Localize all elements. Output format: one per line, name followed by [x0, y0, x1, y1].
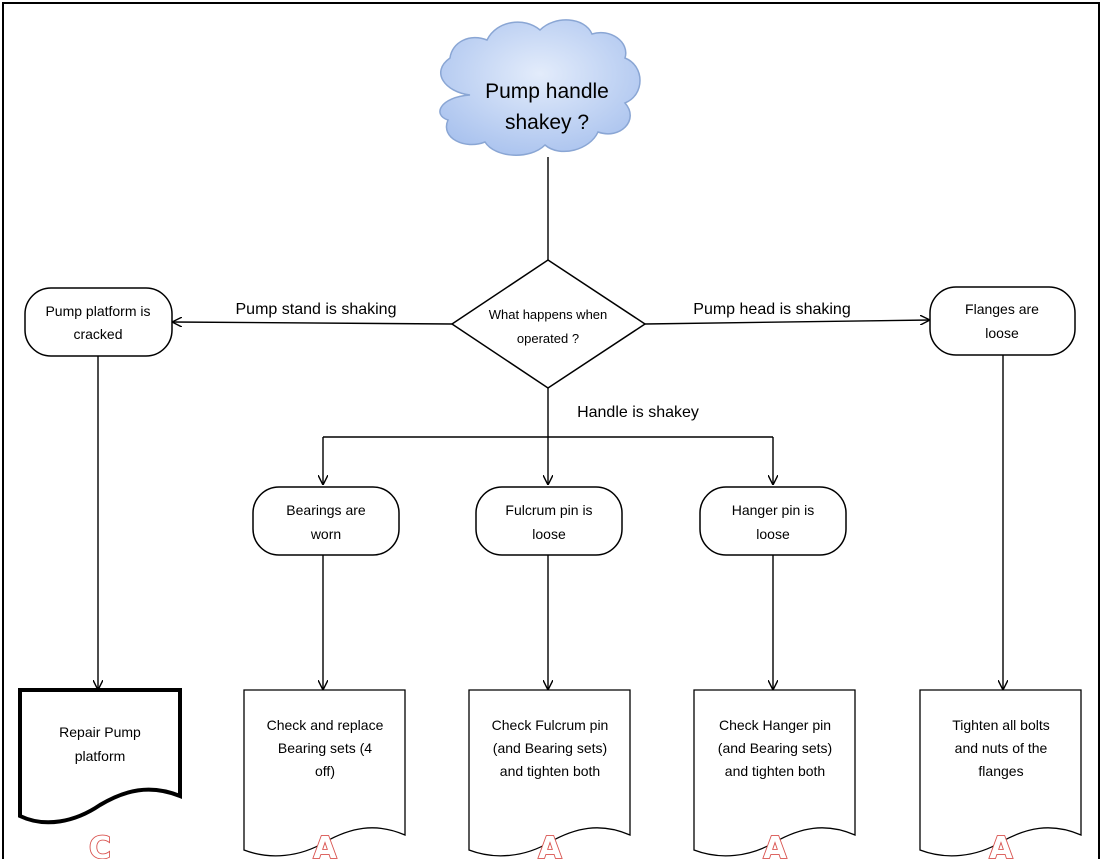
action-bearings-line2: Bearing sets (4 — [278, 740, 372, 756]
cause-bearings-line2: worn — [310, 526, 341, 542]
cause-bearings-line1: Bearings are — [286, 502, 366, 518]
decision-diamond: What happens when operated ? — [450, 259, 647, 389]
action-platform-line1: Repair Pump — [59, 724, 141, 740]
grade-fulcrum: A — [538, 831, 562, 859]
action-flanges-line2: and nuts of the — [955, 740, 1048, 756]
action-flanges-document: Tighten all bolts and nuts of the flange… — [919, 689, 1082, 857]
action-bearings-document: Check and replace Bearing sets (4 off) — [243, 689, 406, 857]
branch-label-left: Pump stand is shaking — [236, 301, 397, 318]
cause-flanges-line1: Flanges are — [965, 301, 1039, 317]
action-fulcrum-document: Check Fulcrum pin (and Bearing sets) and… — [468, 689, 631, 857]
cause-platform-box: Pump platform is cracked — [24, 287, 173, 357]
cause-fulcrum-line1: Fulcrum pin is — [505, 502, 592, 518]
grade-platform: C — [89, 831, 111, 859]
grade-bearings: A — [313, 831, 337, 859]
decision-line1: What happens when — [489, 307, 608, 322]
cause-bearings-box: Bearings are worn — [252, 486, 400, 556]
cause-hanger-line2: loose — [756, 526, 790, 542]
grade-flanges: A — [989, 831, 1013, 859]
action-hanger-line3: and tighten both — [725, 763, 825, 779]
cause-fulcrum-box: Fulcrum pin is loose — [475, 486, 623, 556]
action-fulcrum-line1: Check Fulcrum pin — [492, 717, 609, 733]
start-cloud-line2: shakey ? — [505, 111, 589, 134]
cause-flanges-box: Flanges are loose — [929, 286, 1076, 356]
action-hanger-line2: (and Bearing sets) — [718, 740, 832, 756]
cause-platform-line1: Pump platform is — [45, 303, 150, 319]
action-hanger-document: Check Hanger pin (and Bearing sets) and … — [693, 689, 856, 857]
action-bearings-line3: off) — [315, 763, 335, 779]
start-cloud-line1: Pump handle — [485, 80, 609, 103]
action-platform-document: Repair Pump platform — [18, 688, 182, 825]
action-fulcrum-line2: (and Bearing sets) — [493, 740, 607, 756]
action-bearings-line1: Check and replace — [267, 717, 384, 733]
grade-hanger: A — [763, 831, 787, 859]
branch-label-down: Handle is shakey — [577, 404, 699, 421]
cause-platform-line2: cracked — [73, 326, 122, 342]
action-flanges-line1: Tighten all bolts — [952, 717, 1050, 733]
action-flanges-line3: flanges — [978, 763, 1023, 779]
action-fulcrum-line3: and tighten both — [500, 763, 600, 779]
branch-label-right: Pump head is shaking — [693, 301, 850, 318]
action-hanger-line1: Check Hanger pin — [719, 717, 831, 733]
cause-fulcrum-line2: loose — [532, 526, 566, 542]
action-platform-line2: platform — [75, 748, 126, 764]
cause-hanger-line1: Hanger pin is — [732, 502, 815, 518]
connector-right-branch — [644, 320, 930, 324]
start-cloud: Pump handle shakey ? — [439, 19, 641, 156]
connector-left-branch — [172, 322, 453, 324]
decision-line2: operated ? — [517, 331, 579, 346]
cause-flanges-line2: loose — [985, 325, 1019, 341]
cause-hanger-box: Hanger pin is loose — [699, 486, 847, 556]
